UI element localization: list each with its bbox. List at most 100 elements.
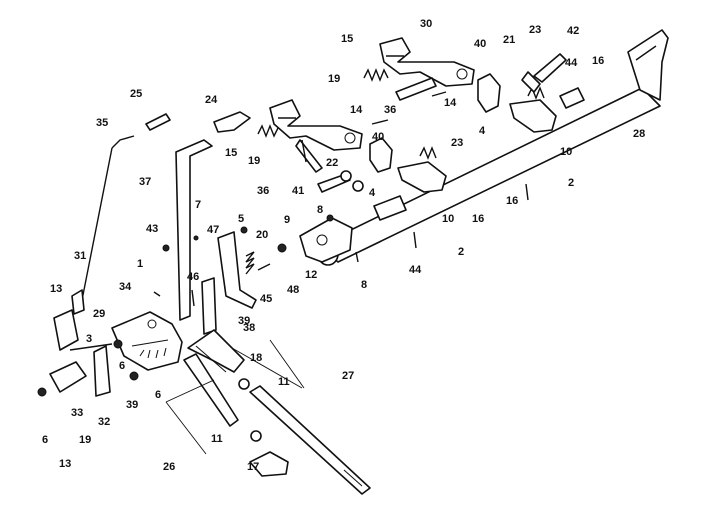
callout-44b: 44 — [409, 264, 422, 276]
callout-7: 7 — [195, 199, 201, 211]
spring-23-lower — [419, 146, 437, 160]
quadrant-34 — [111, 311, 183, 371]
spacer-44-lower — [373, 195, 407, 221]
plate-39 — [201, 277, 217, 335]
spring-19-lower — [257, 124, 279, 138]
callout-11b: 11 — [211, 433, 223, 445]
callout-2a: 2 — [568, 177, 574, 189]
spring-19-upper — [363, 68, 389, 82]
callout-13a: 13 — [50, 283, 62, 295]
spring-23-upper — [527, 86, 545, 100]
callout-19c: 19 — [79, 434, 91, 446]
callout-32: 32 — [98, 416, 110, 428]
link-29 — [53, 309, 79, 351]
rod-36-lower — [295, 139, 323, 173]
handle-42 — [521, 53, 567, 93]
callout-35: 35 — [96, 117, 108, 129]
lift-arm-upper — [379, 37, 475, 87]
callout-37: 37 — [139, 176, 151, 188]
callout-8a: 8 — [317, 204, 323, 216]
spacer-44-upper — [559, 87, 585, 109]
callout-42: 42 — [567, 25, 579, 37]
callout-22: 22 — [326, 157, 338, 169]
callout-3: 3 — [86, 333, 92, 345]
callout-36b: 36 — [257, 185, 269, 197]
pin-25 — [145, 113, 171, 131]
bracket-lower — [369, 137, 447, 193]
callout-2b: 2 — [458, 246, 464, 258]
callout-27: 27 — [342, 370, 354, 382]
callout-labels: 30 23 42 15 21 40 16 19 44 14 36 25 24 4… — [42, 18, 645, 473]
bracket-33 — [49, 361, 87, 393]
callout-44a: 44 — [565, 57, 578, 69]
callout-12: 12 — [305, 269, 317, 281]
callout-17: 17 — [247, 461, 259, 473]
callout-6c: 6 — [42, 434, 48, 446]
spring-20 — [245, 251, 255, 275]
callout-41: 41 — [292, 185, 304, 197]
lever-3 — [69, 343, 113, 351]
callout-16a: 16 — [592, 55, 604, 67]
bracket-32 — [93, 345, 111, 397]
callout-15a: 15 — [341, 33, 353, 45]
callout-23a: 23 — [529, 24, 541, 36]
bracket-upper — [477, 73, 557, 133]
assembly-26-outline — [165, 339, 305, 455]
pin-14-upper — [431, 91, 447, 97]
callout-18: 18 — [250, 352, 262, 364]
lift-arm-lower — [269, 99, 363, 151]
link-31 — [71, 289, 85, 315]
callout-4a: 4 — [479, 125, 486, 137]
callout-43: 43 — [146, 223, 158, 235]
lever-37 — [175, 139, 213, 321]
callout-29: 29 — [93, 308, 105, 320]
callout-6b: 6 — [155, 389, 161, 401]
callout-23b: 23 — [451, 137, 463, 149]
callout-47: 47 — [207, 224, 219, 236]
callout-40b: 40 — [372, 131, 384, 143]
callout-46: 46 — [187, 271, 199, 283]
rock-shaft — [317, 29, 669, 266]
pin-41 — [317, 170, 352, 193]
callout-39a: 39 — [238, 315, 250, 327]
callout-30a: 30 — [420, 18, 432, 30]
rod-27 — [249, 385, 371, 495]
clevis-18 — [187, 329, 245, 373]
callout-38: 38 — [243, 322, 255, 334]
callout-10a: 10 — [560, 146, 572, 158]
callout-1: 1 — [137, 258, 143, 270]
callout-10b: 10 — [442, 213, 454, 225]
callout-14a: 14 — [444, 97, 457, 109]
callout-11a: 11 — [278, 376, 290, 388]
callout-4b: 4 — [369, 187, 376, 199]
callout-16b: 16 — [506, 195, 518, 207]
pad-24 — [213, 111, 251, 133]
callout-36a: 36 — [384, 104, 396, 116]
callout-33: 33 — [71, 407, 83, 419]
callout-40a: 40 — [474, 38, 486, 50]
callout-19b: 19 — [248, 155, 260, 167]
nut-hardware — [37, 180, 364, 442]
callout-13b: 13 — [59, 458, 71, 470]
callout-28: 28 — [633, 128, 645, 140]
callout-21: 21 — [503, 34, 515, 46]
callout-20: 20 — [256, 229, 268, 241]
callout-31: 31 — [74, 250, 86, 262]
callout-19a: 19 — [328, 73, 340, 85]
callout-6a: 6 — [119, 360, 125, 372]
callout-14b: 14 — [350, 104, 363, 116]
clevis-17 — [249, 451, 289, 477]
callout-8b: 8 — [361, 279, 367, 291]
pin-14-lower — [371, 119, 389, 125]
callout-24: 24 — [205, 94, 218, 106]
callout-5: 5 — [238, 213, 244, 225]
callout-16c: 16 — [472, 213, 484, 225]
plate-38 — [217, 231, 257, 309]
rod-26 — [183, 353, 239, 427]
rod-35 — [81, 135, 135, 301]
callout-34: 34 — [119, 281, 132, 293]
callout-15b: 15 — [225, 147, 237, 159]
bolt-icon — [153, 183, 529, 307]
callout-25: 25 — [130, 88, 142, 100]
